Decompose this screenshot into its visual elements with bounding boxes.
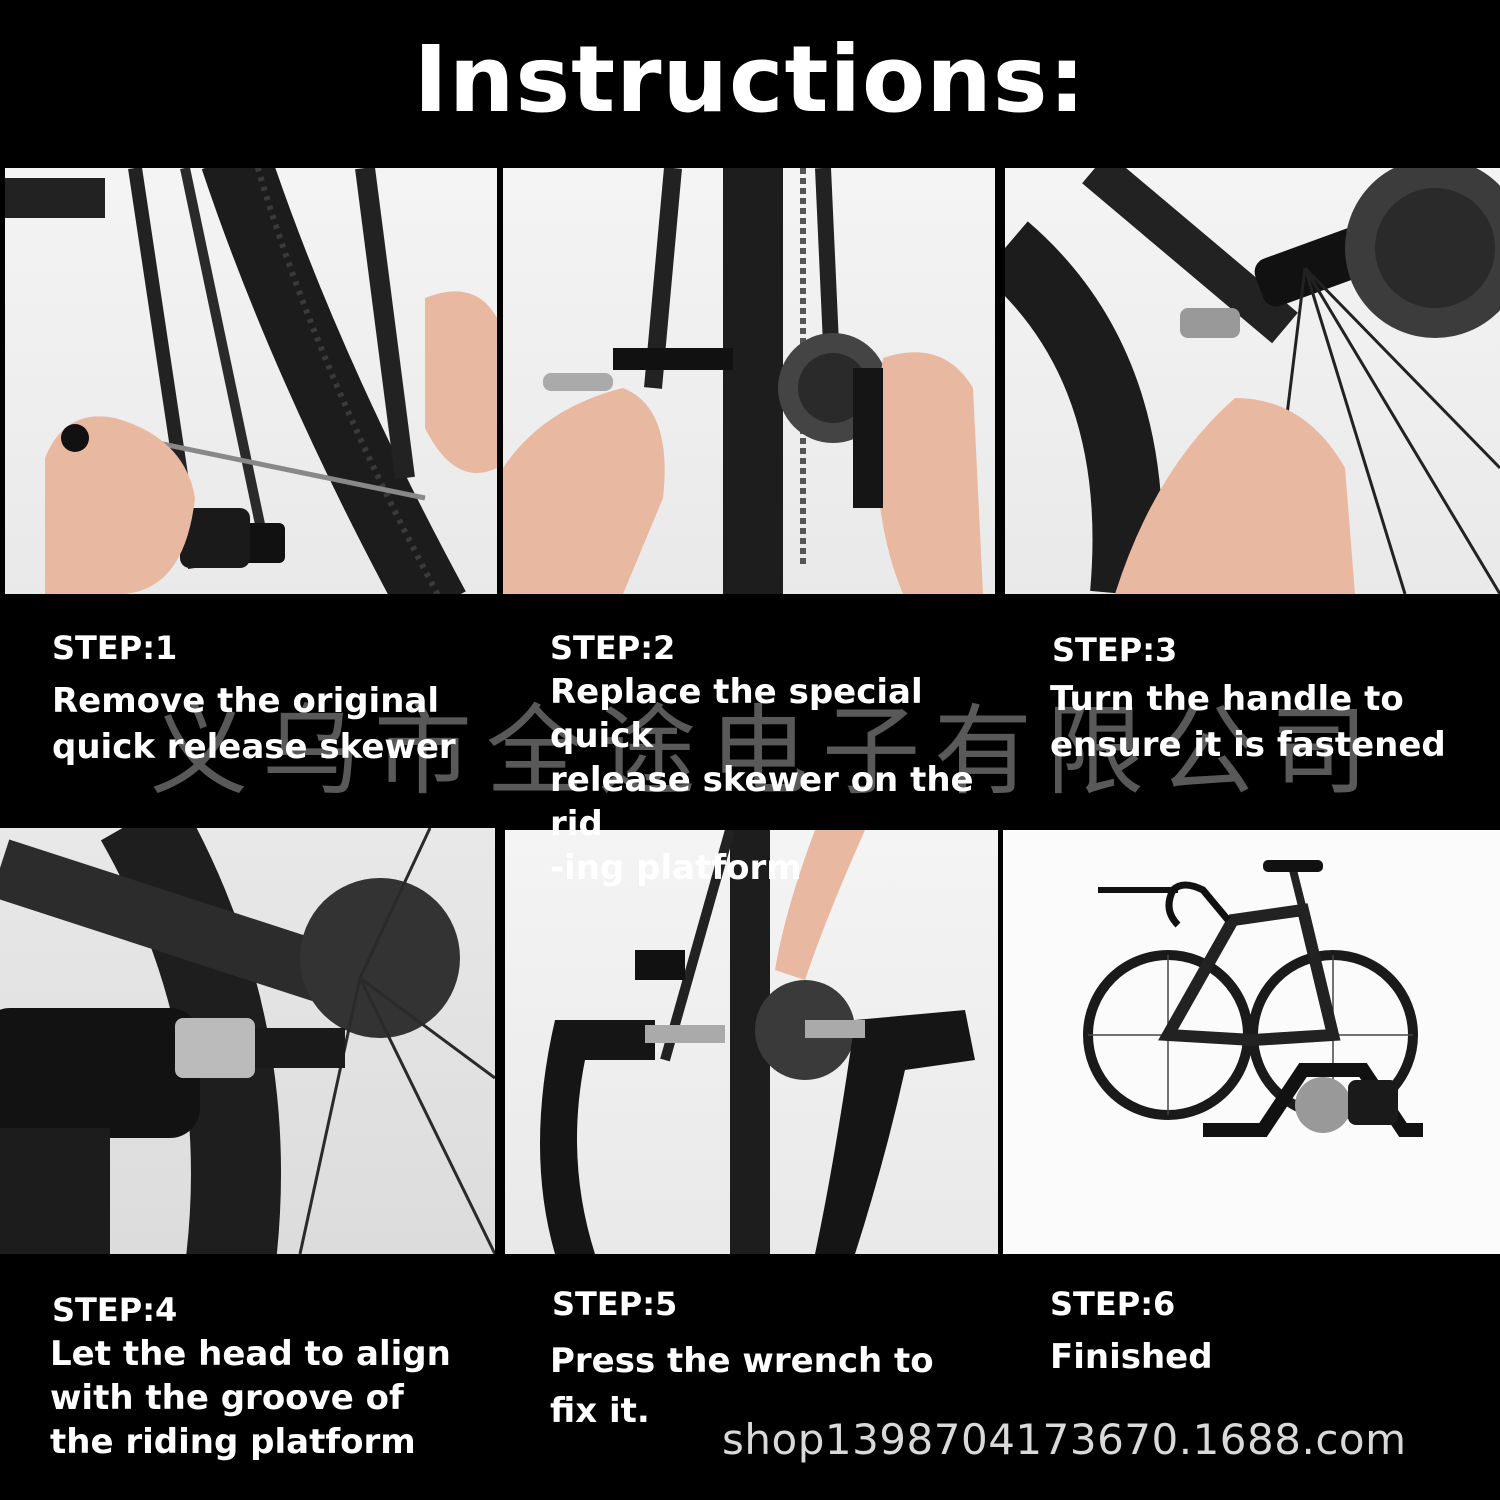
step-2-description: Replace the special quick release skewer… (550, 672, 974, 888)
step-4-photo (0, 828, 495, 1254)
step-1-label: STEP:1 (52, 629, 178, 667)
shop-url: shop1398704173670.1688.com (722, 1415, 1407, 1464)
step-5-label: STEP:5 (552, 1285, 678, 1323)
step-6-label: STEP:6 (1050, 1285, 1176, 1323)
page-title: Instructions: (413, 26, 1087, 133)
step-1-photo (5, 168, 497, 594)
step-4-label: STEP:4 (52, 1291, 178, 1329)
step-5-description: Press the wrench to fix it. (550, 1341, 934, 1431)
step-3-label: STEP:3 (1052, 631, 1178, 669)
step-6-description: Finished (1050, 1337, 1213, 1377)
step-2-label: STEP:2 (550, 629, 676, 667)
step-2-photo (503, 168, 995, 594)
step-3-description: Turn the handle to ensure it is fastened (1050, 679, 1446, 765)
step-3-photo (1005, 168, 1500, 594)
step-5-photo (505, 830, 998, 1254)
step-6-photo (1003, 830, 1500, 1254)
step-4-description: Let the head to align with the groove of… (50, 1334, 451, 1462)
step-1-description: Remove the original quick release skewer (52, 681, 456, 767)
